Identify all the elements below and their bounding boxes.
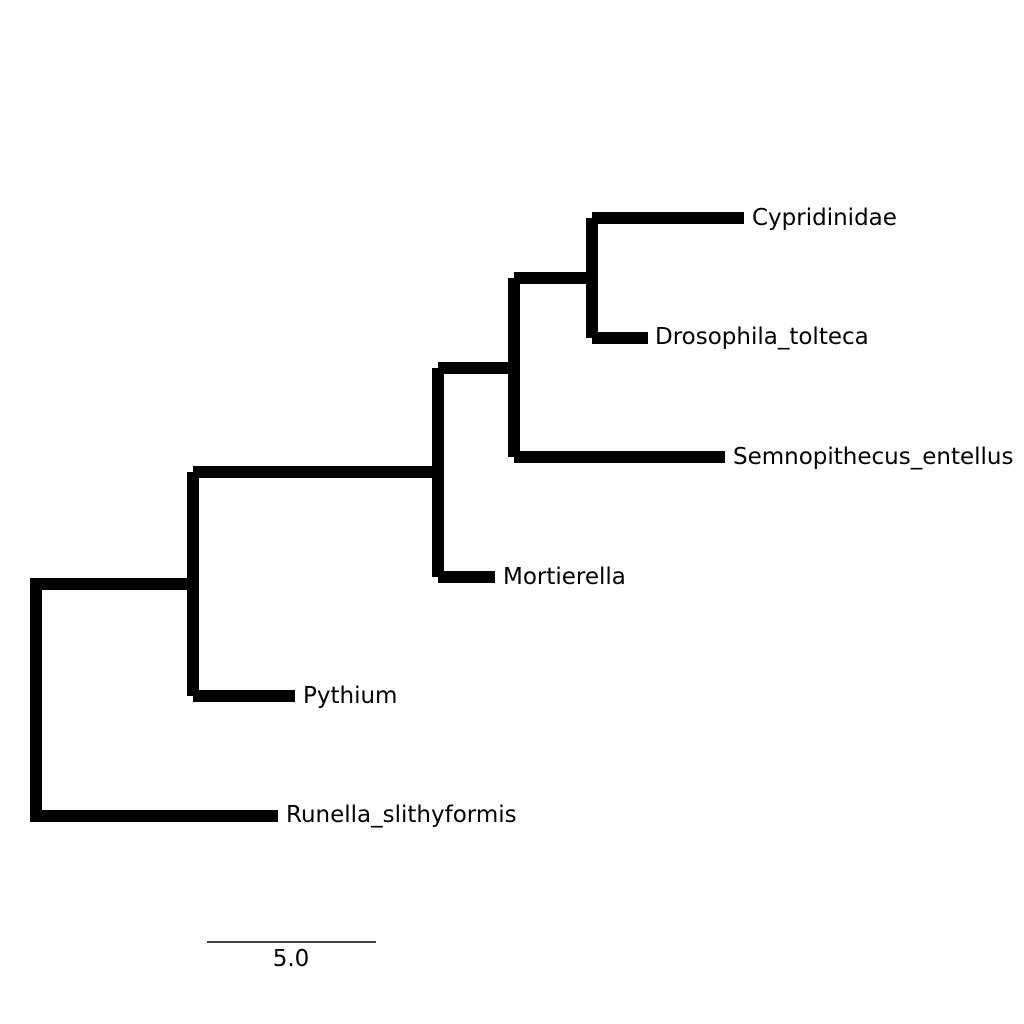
leaf-label-drosophila: Drosophila_tolteca: [655, 324, 869, 350]
leaf-label-mortierella: Mortierella: [503, 564, 626, 590]
leaf-label-runella: Runella_slithyformis: [286, 802, 517, 828]
leaf-label-cypridinidae: Cypridinidae: [752, 205, 897, 231]
leaf-label-semnopithecus: Semnopithecus_entellus: [733, 444, 1013, 470]
leaf-label-pythium: Pythium: [303, 683, 397, 709]
scale-bar-label: 5.0: [273, 946, 310, 972]
